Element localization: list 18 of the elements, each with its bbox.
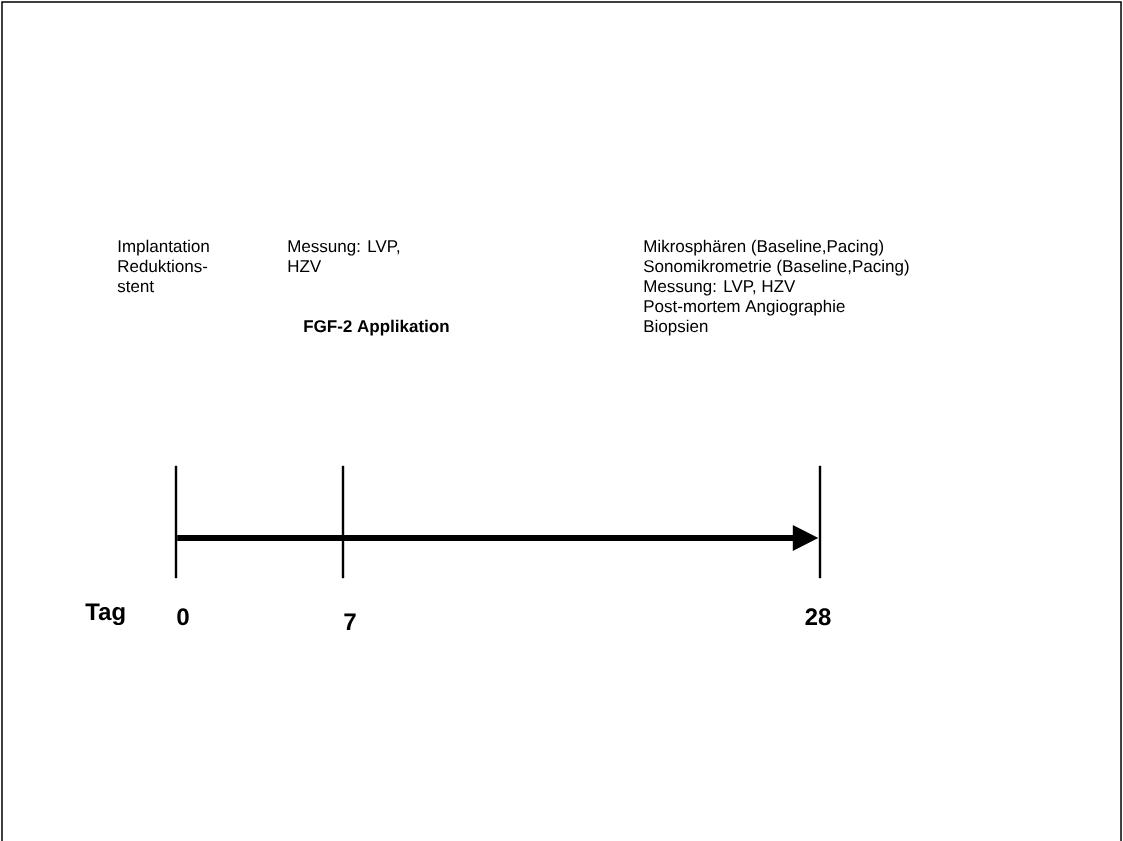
label-text: Messung: LVP, HZV: [644, 280, 796, 296]
label-text: Biopsien: [644, 319, 708, 336]
label-text: Implantation: [118, 239, 209, 256]
label-text: FGF-2 Applikation: [304, 319, 449, 336]
day-number: 7: [344, 613, 356, 630]
label-text: HZV: [288, 260, 322, 272]
day-number: 0: [177, 608, 189, 626]
label-text: Post-mortem Angiographie: [644, 299, 845, 316]
label-text: Reduktions-: [118, 259, 208, 273]
label-text: Tag: [85, 603, 125, 626]
label-text: Sonomikrometrie (Baseline,Pacing): [644, 259, 909, 276]
tick-mark: [341, 465, 345, 579]
tick-mark: [818, 465, 822, 579]
label-text: Messung: LVP,: [288, 240, 400, 256]
tick-mark: [174, 465, 178, 579]
label-text: stent: [117, 281, 154, 293]
day-number: 28: [805, 608, 831, 626]
label-text: Mikrosphären (Baseline,Pacing): [644, 239, 884, 256]
